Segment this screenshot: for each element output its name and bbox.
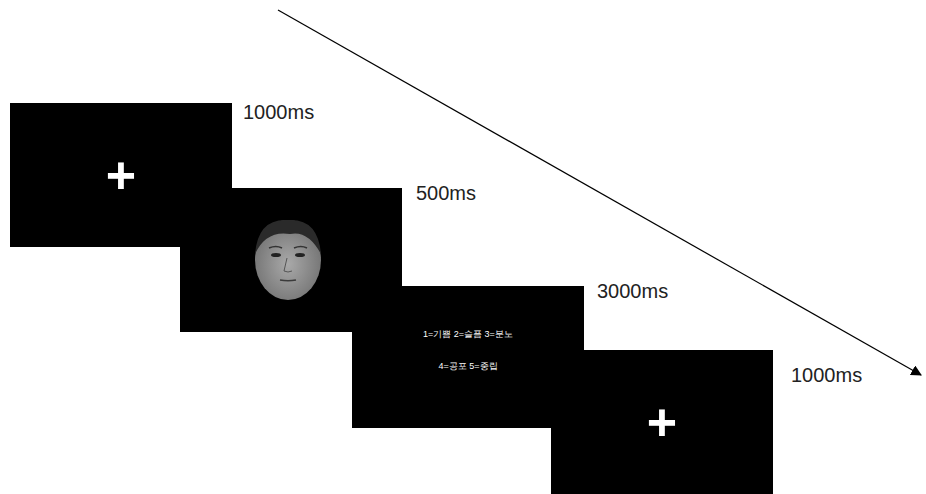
duration-label: 1000ms (243, 101, 314, 124)
fixation-cross: + (106, 149, 136, 201)
duration-label: 500ms (416, 182, 476, 205)
duration-label: 1000ms (791, 364, 862, 387)
duration-label: 3000ms (597, 280, 668, 303)
response-options: 1=기쁨 2=슬픔 3=분노 (423, 329, 513, 340)
response-screen: 3000ms1=기쁨 2=슬픔 3=분노4=공포 5=중립 (352, 286, 584, 428)
fixation-cross: + (647, 396, 677, 448)
fixation-screen: 1000ms+ (551, 350, 773, 494)
response-options: 4=공포 5=중립 (438, 361, 497, 372)
